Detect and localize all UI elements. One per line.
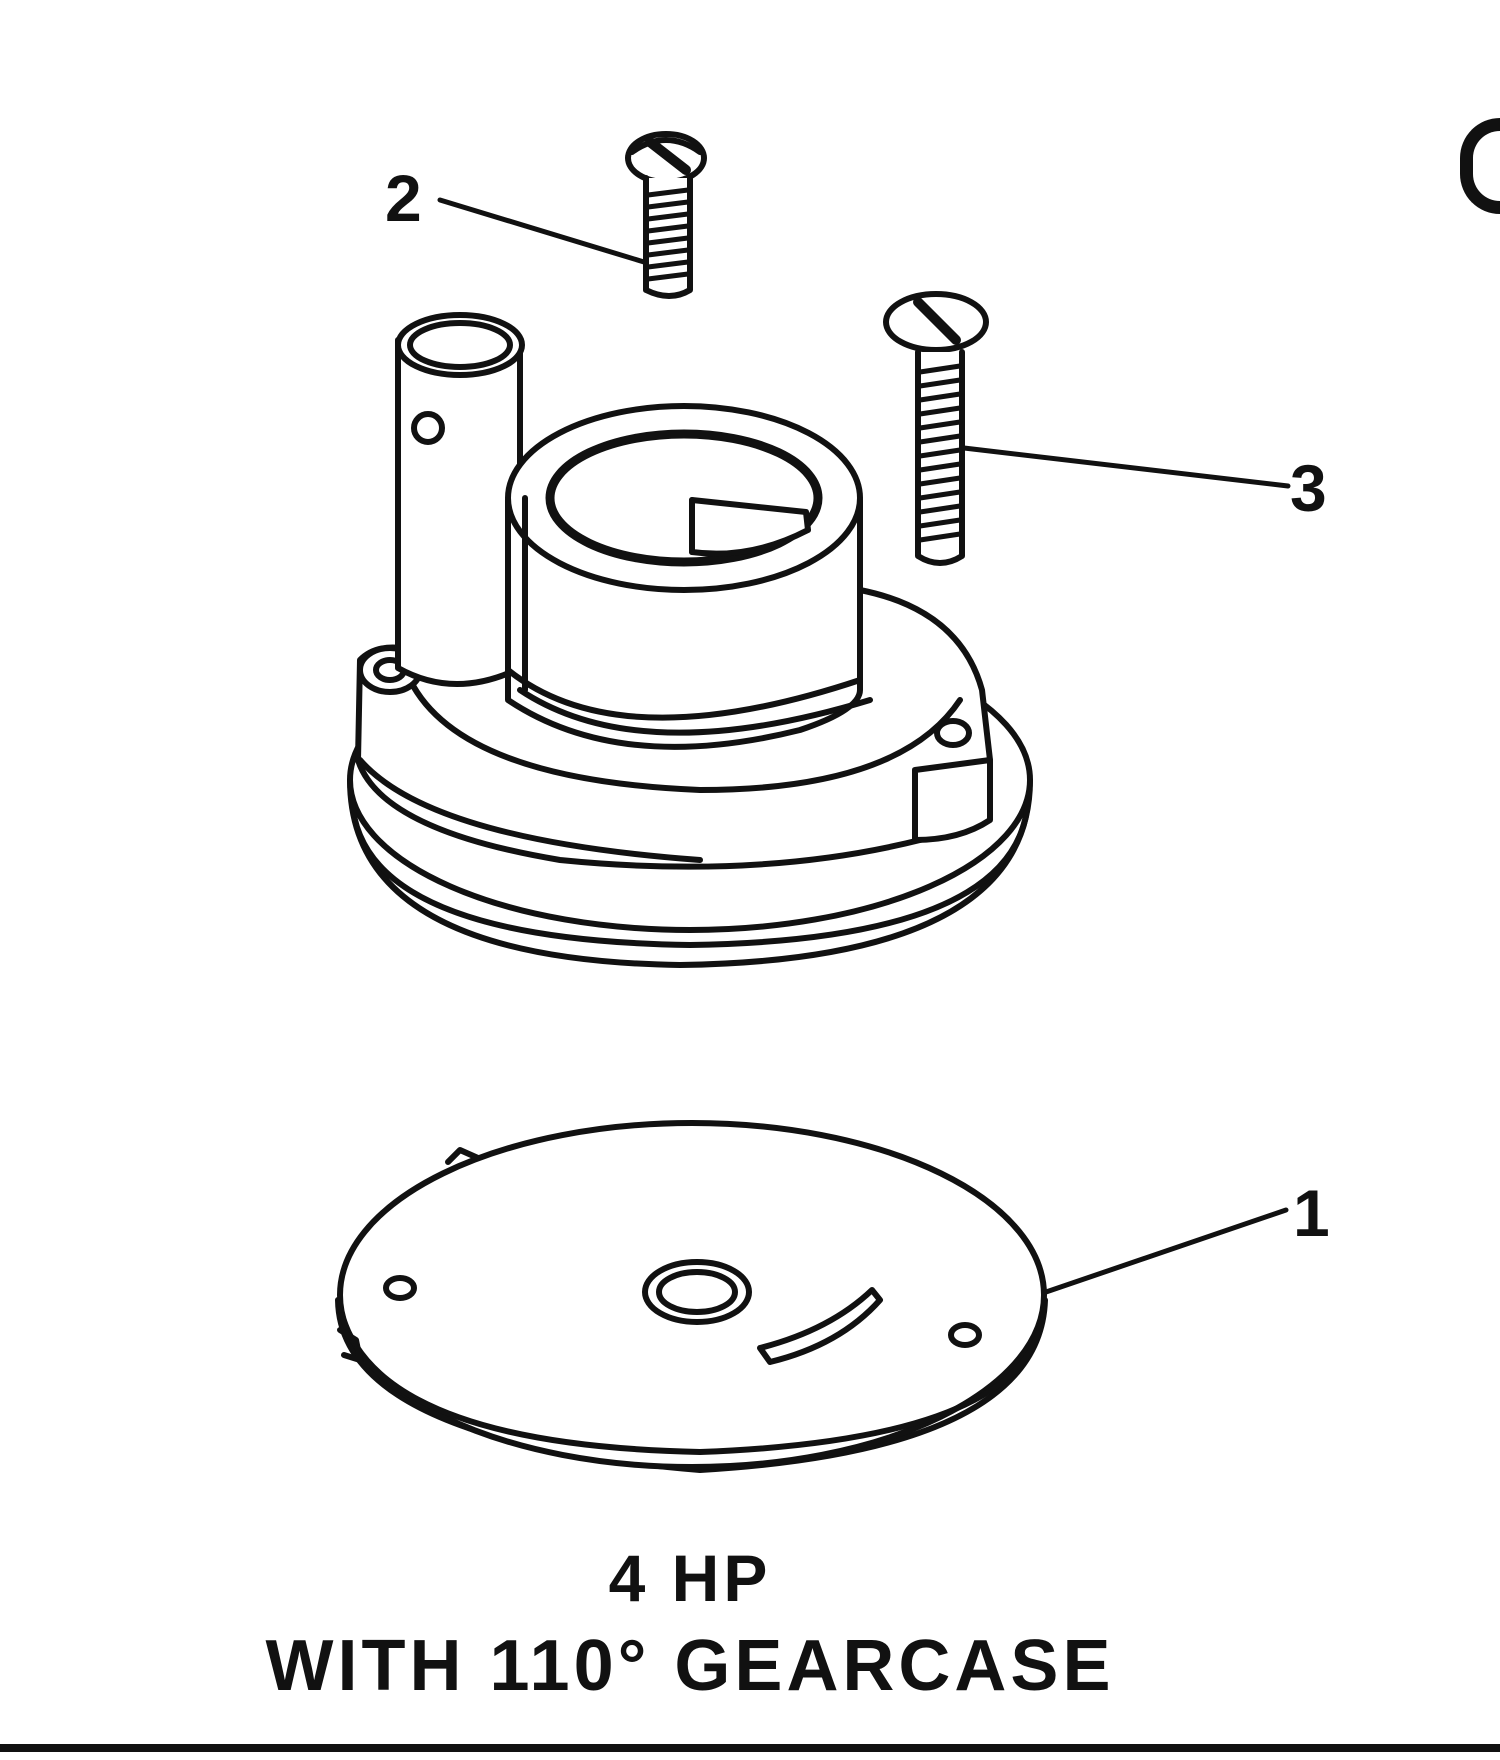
leader-line-2 [437, 197, 647, 265]
callout-label-2: 2 [385, 161, 422, 235]
callout-label-1: 1 [1293, 1176, 1330, 1250]
leader-line-1 [1043, 1207, 1289, 1295]
leader-line-3 [961, 445, 1291, 489]
caption-line-2: WITH 110° GEARCASE [265, 1626, 1115, 1706]
caption-line-1: 4 HP [608, 1541, 772, 1615]
screw-short [625, 131, 707, 299]
screw-long [883, 291, 989, 566]
callout-label-3: 3 [1290, 451, 1327, 525]
pump-housing [347, 312, 1033, 968]
bottom-border-rule [0, 1744, 1500, 1752]
wear-plate [335, 1120, 1048, 1473]
